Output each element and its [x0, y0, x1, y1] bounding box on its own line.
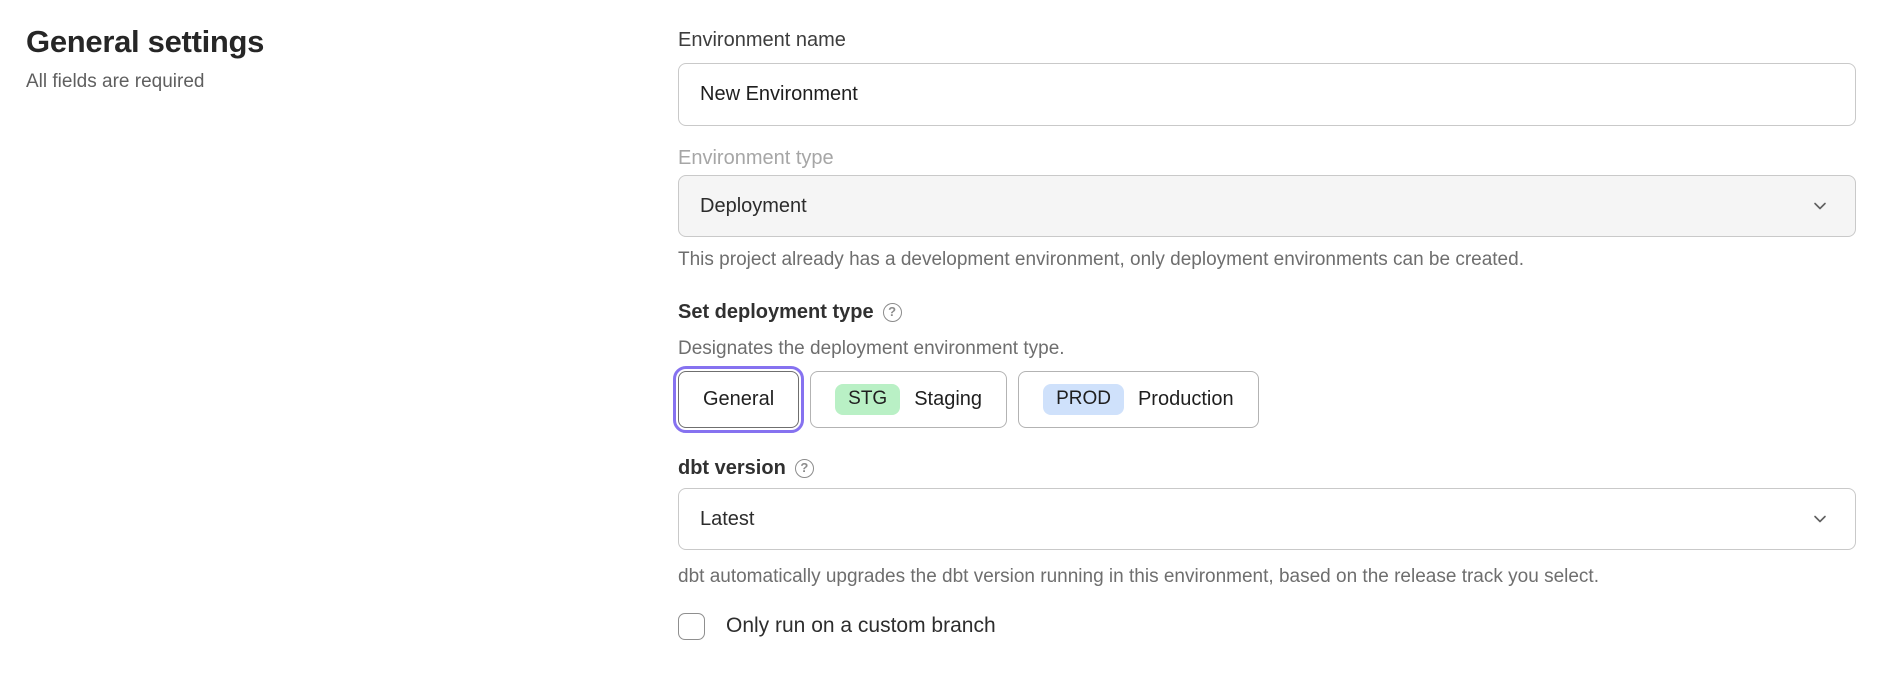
deployment-type-helper: Designates the deployment environment ty… [678, 338, 1065, 359]
page-title: General settings [26, 24, 265, 59]
chevron-down-icon [1810, 509, 1830, 529]
environment-type-value: Deployment [700, 194, 807, 217]
custom-branch-row: Only run on a custom branch [678, 612, 1856, 640]
chevron-down-icon [1810, 196, 1830, 216]
dbt-version-heading-label: dbt version [678, 457, 786, 479]
deployment-type-button-group: General STG Staging PROD Production [672, 364, 1856, 434]
environment-settings-form: Environment name Environment type Deploy… [672, 27, 1856, 640]
environment-type-helper: This project already has a development e… [678, 249, 1524, 270]
dbt-version-helper: dbt automatically upgrades the dbt versi… [678, 566, 1599, 587]
custom-branch-checkbox[interactable] [678, 612, 705, 640]
dbt-version-value: Latest [700, 507, 755, 530]
environment-name-label: Environment name [678, 29, 846, 51]
deployment-type-production-button[interactable]: PROD Production [1018, 370, 1259, 428]
deployment-type-staging-label: Staging [914, 387, 983, 410]
deployment-type-production-label: Production [1137, 387, 1234, 410]
custom-branch-label: Only run on a custom branch [726, 614, 996, 637]
page-subtitle: All fields are required [26, 71, 205, 92]
deployment-type-general-button[interactable]: General [672, 365, 805, 433]
deployment-type-general-label: General [703, 387, 775, 410]
deployment-type-heading-label: Set deployment type [678, 301, 874, 323]
production-badge: PROD [1043, 383, 1124, 415]
deployment-type-heading: Set deployment type ? [678, 300, 1856, 324]
help-icon[interactable]: ? [882, 302, 902, 322]
deployment-type-staging-button[interactable]: STG Staging [810, 370, 1008, 428]
environment-type-label: Environment type [678, 147, 834, 169]
environment-type-select[interactable]: Deployment [678, 175, 1856, 237]
dbt-version-heading: dbt version ? [678, 456, 1856, 480]
environment-name-input[interactable] [678, 63, 1856, 126]
help-icon[interactable]: ? [794, 458, 814, 478]
dbt-version-select[interactable]: Latest [678, 488, 1856, 550]
staging-badge: STG [835, 383, 901, 415]
settings-header: General settings All fields are required [26, 22, 586, 94]
